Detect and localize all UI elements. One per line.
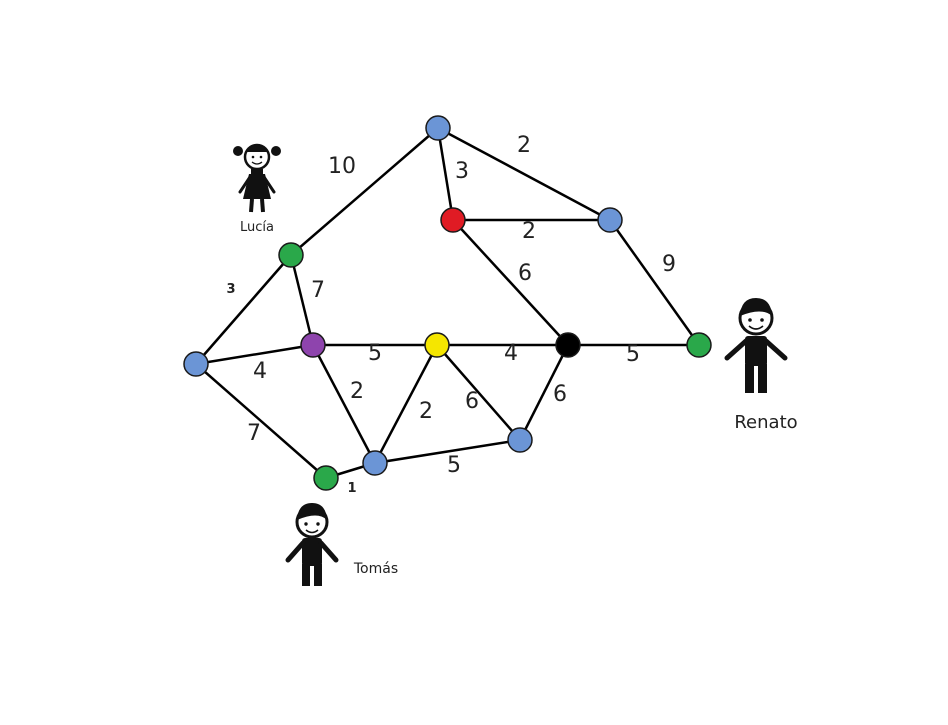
lucia-figure: Lucía bbox=[233, 143, 281, 235]
node-left bbox=[183, 351, 209, 377]
node-bottom-mid bbox=[362, 450, 388, 476]
edge-weight-label: 2 bbox=[517, 133, 531, 158]
edge-weight-label: 4 bbox=[253, 359, 267, 384]
edge-right-upper-renato-green bbox=[608, 219, 701, 346]
tomas-icon bbox=[285, 503, 339, 586]
lucia-name: Lucía bbox=[240, 220, 274, 235]
edge-top-red bbox=[436, 127, 455, 221]
edge-bottom-mid-yellow bbox=[373, 344, 439, 464]
edge-weight-label: 2 bbox=[350, 379, 364, 404]
renato-icon bbox=[724, 298, 788, 393]
edge-weight-label: 4 bbox=[504, 341, 518, 366]
renato-name: Renato bbox=[734, 412, 797, 433]
node-red bbox=[440, 207, 466, 233]
edge-bottom-mid-bottom-right bbox=[374, 438, 521, 465]
node-top bbox=[425, 115, 451, 141]
edge-weight-label: 2 bbox=[522, 219, 536, 244]
edges-layer bbox=[195, 126, 701, 480]
edge-bottom-right-black bbox=[518, 344, 570, 441]
edge-weight-label: 2 bbox=[419, 399, 433, 424]
edge-purple-bottom-mid bbox=[311, 344, 377, 464]
edge-weight-label: 10 bbox=[328, 154, 356, 179]
node-bottom-right bbox=[507, 427, 533, 453]
node-tomas-green bbox=[313, 465, 339, 491]
edge-weight-label: 9 bbox=[662, 252, 676, 277]
edge-weight-label: 6 bbox=[465, 389, 479, 414]
node-right-upper bbox=[597, 207, 623, 233]
edge-weight-label: 1 bbox=[347, 481, 356, 496]
edge-weight-label: 5 bbox=[447, 453, 461, 478]
node-yellow bbox=[424, 332, 450, 358]
edge-weight-label: 3 bbox=[455, 159, 469, 184]
edge-weight-label: 7 bbox=[311, 278, 325, 303]
lucia-icon bbox=[233, 143, 281, 213]
edge-lucia-green-top bbox=[290, 127, 439, 256]
edge-weight-label: 3 bbox=[226, 282, 235, 297]
edge-left-purple bbox=[195, 343, 314, 366]
weights-layer: 10 2 3 2 6 9 3 7 4 5 4 5 7 2 2 6 6 5 1 bbox=[226, 133, 676, 496]
renato-figure: Renato bbox=[724, 298, 798, 433]
edge-red-black bbox=[452, 219, 569, 346]
edge-left-tomas-green bbox=[195, 363, 327, 479]
node-black bbox=[555, 332, 581, 358]
edge-yellow-bottom-right bbox=[436, 344, 521, 441]
tomas-figure: Tomás bbox=[285, 503, 398, 586]
edge-top-right-upper bbox=[437, 126, 611, 222]
edge-left-lucia-green bbox=[195, 254, 292, 365]
node-renato-green bbox=[686, 332, 712, 358]
node-purple bbox=[300, 332, 326, 358]
edge-weight-label: 6 bbox=[553, 382, 567, 407]
edge-lucia-green-purple bbox=[289, 254, 315, 346]
node-lucia-green bbox=[278, 242, 304, 268]
nodes-layer bbox=[183, 115, 712, 491]
edge-weight-label: 6 bbox=[518, 261, 532, 286]
tomas-name: Tomás bbox=[353, 561, 398, 577]
edge-weight-label: 5 bbox=[368, 341, 382, 366]
edge-weight-label: 5 bbox=[626, 342, 640, 367]
edge-weight-label: 7 bbox=[247, 421, 261, 446]
